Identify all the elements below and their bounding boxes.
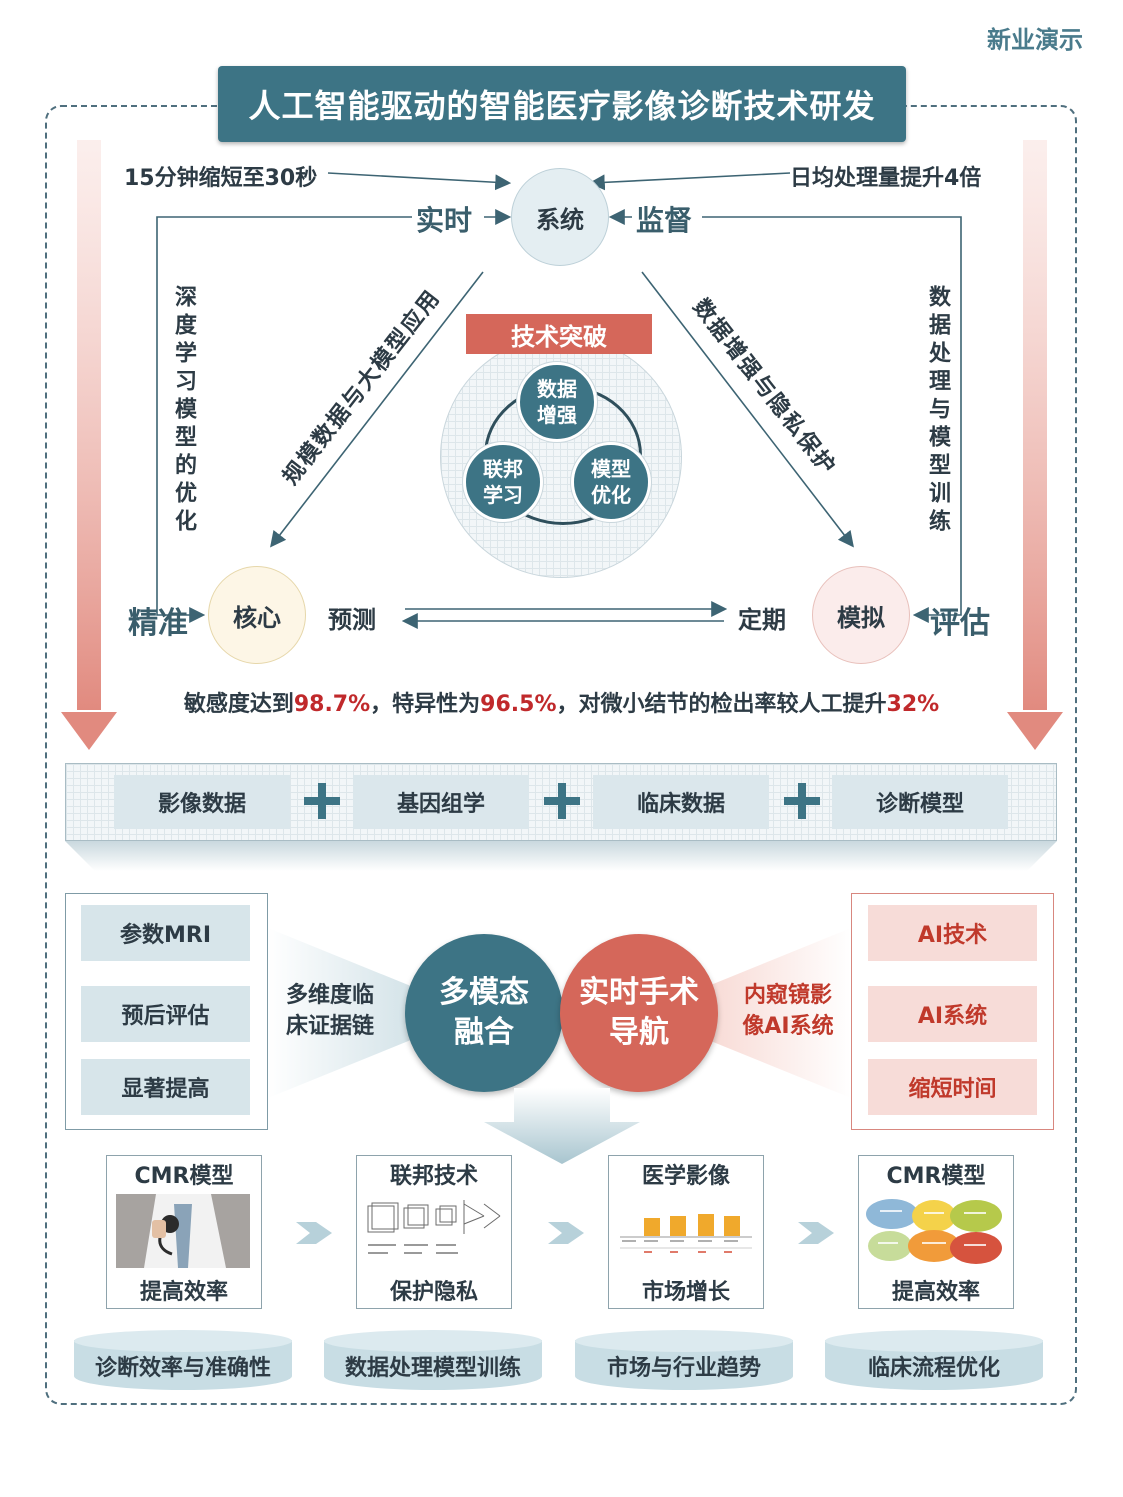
base-label-diagnostic-efficiency: 诊断效率与准确性 [94, 1356, 271, 1381]
model-diagram-thumbnail [864, 1194, 1008, 1268]
market-bar-chart-thumbnail [616, 1194, 756, 1268]
step-subtitle: 市场增长 [641, 1280, 730, 1305]
plus-icon [304, 783, 340, 819]
data-processing-training-label: 数据处理与模型训练 [925, 285, 950, 537]
tech-breakthrough-heading: 技术突破 [466, 314, 652, 354]
right-chevron-icon [548, 1222, 584, 1244]
base-cylinder: 市场与行业趋势 [575, 1330, 793, 1390]
step-title: 医学影像 [641, 1164, 730, 1189]
right-item-time-reduction: 缩短时间 [868, 1059, 1037, 1115]
step-title: 联邦技术 [389, 1164, 478, 1189]
strip-item-imaging-data: 影像数据 [114, 775, 290, 829]
specificity-value: 96.5% [480, 692, 557, 717]
detection-improvement-value: 32% [886, 692, 940, 717]
brand-label: 新业演示 [987, 26, 1083, 54]
base-cylinder-top [825, 1330, 1043, 1352]
page-title: 人工智能驱动的智能医疗影像诊断技术研发 [218, 66, 906, 142]
core-node: 核心 [208, 566, 306, 664]
base-label-market-trends: 市场与行业趋势 [606, 1356, 761, 1381]
base-cylinder: 数据处理模型训练 [324, 1330, 542, 1390]
tech-node-data-augmentation: 数据 增强 [517, 362, 597, 442]
evidence-chain-label: 多维度临 床证据链 [285, 983, 374, 1039]
strip-item-genomics: 基因组学 [353, 775, 529, 829]
left-item-parametric-mri: 参数MRI [81, 905, 250, 961]
doctor-photo [116, 1194, 250, 1268]
deep-learning-optimization-label: 深度学习模型的优化 [171, 285, 196, 537]
supervise-label: 监督 [636, 204, 693, 237]
step-subtitle: 提高效率 [139, 1280, 228, 1305]
base-label-clinical-workflow: 临床流程优化 [867, 1356, 1000, 1381]
precise-label: 精准 [128, 606, 188, 641]
performance-statistic: 敏感度达到98.7%，特异性为96.5%，对微小结节的检出率较人工提升32% [0, 686, 1123, 718]
connector-lines [156, 172, 962, 629]
base-cylinder: 临床流程优化 [825, 1330, 1043, 1390]
simulate-node: 模拟 [812, 566, 910, 664]
fusion-fans [268, 928, 851, 1098]
strip-item-clinical-data: 临床数据 [593, 775, 769, 829]
regular-label: 定期 [738, 606, 786, 634]
evaluate-label: 评估 [930, 606, 990, 641]
right-item-ai-technology: AI技术 [868, 905, 1037, 961]
system-node: 系统 [511, 168, 609, 266]
stat-text-3: ，对微小结节的检出率较人工提升 [556, 692, 887, 717]
plus-icon [784, 783, 820, 819]
realtime-surgical-navigation-node: 实时手术 导航 [560, 934, 718, 1092]
realtime-label: 实时 [416, 204, 473, 237]
throughput-note: 日均处理量提升4倍 [790, 166, 982, 191]
right-chevron-icon [296, 1222, 332, 1244]
step-subtitle: 提高效率 [891, 1280, 980, 1305]
base-cylinder-top [74, 1330, 292, 1352]
left-down-arrow [61, 140, 117, 750]
down-arrow-icon [484, 1088, 640, 1164]
plus-icon [544, 783, 580, 819]
left-item-significant-improvement: 显著提高 [81, 1059, 250, 1115]
left-item-prognosis: 预后评估 [81, 986, 250, 1042]
step-title: CMR模型 [886, 1164, 986, 1189]
stat-text-1: 敏感度达到 [183, 692, 294, 717]
predict-label: 预测 [328, 606, 376, 634]
base-cylinder-top [575, 1330, 793, 1352]
step-subtitle: 保护隐私 [389, 1280, 478, 1305]
right-down-arrow [1007, 140, 1063, 750]
cnn-architecture-figure [364, 1194, 504, 1268]
base-cylinder: 诊断效率与准确性 [74, 1330, 292, 1390]
time-reduction-note: 15分钟缩短至30秒 [124, 166, 318, 191]
tech-node-model-optimization: 模型 优化 [571, 442, 651, 522]
tech-node-federated-learning: 联邦 学习 [463, 442, 543, 522]
stat-text-2: ，特异性为 [370, 692, 481, 717]
multimodal-fusion-node: 多模态 融合 [405, 934, 563, 1092]
right-item-ai-system: AI系统 [868, 986, 1037, 1042]
base-label-data-processing: 数据处理模型训练 [344, 1356, 521, 1381]
right-chevron-icon [798, 1222, 834, 1244]
sensitivity-value: 98.7% [293, 692, 371, 717]
strip-item-diagnostic-model: 诊断模型 [832, 775, 1008, 829]
endoscope-ai-label: 内窥镜影 像AI系统 [742, 983, 834, 1039]
base-cylinder-top [324, 1330, 542, 1352]
strip-shadow [65, 841, 1057, 871]
step-title: CMR模型 [134, 1164, 234, 1189]
